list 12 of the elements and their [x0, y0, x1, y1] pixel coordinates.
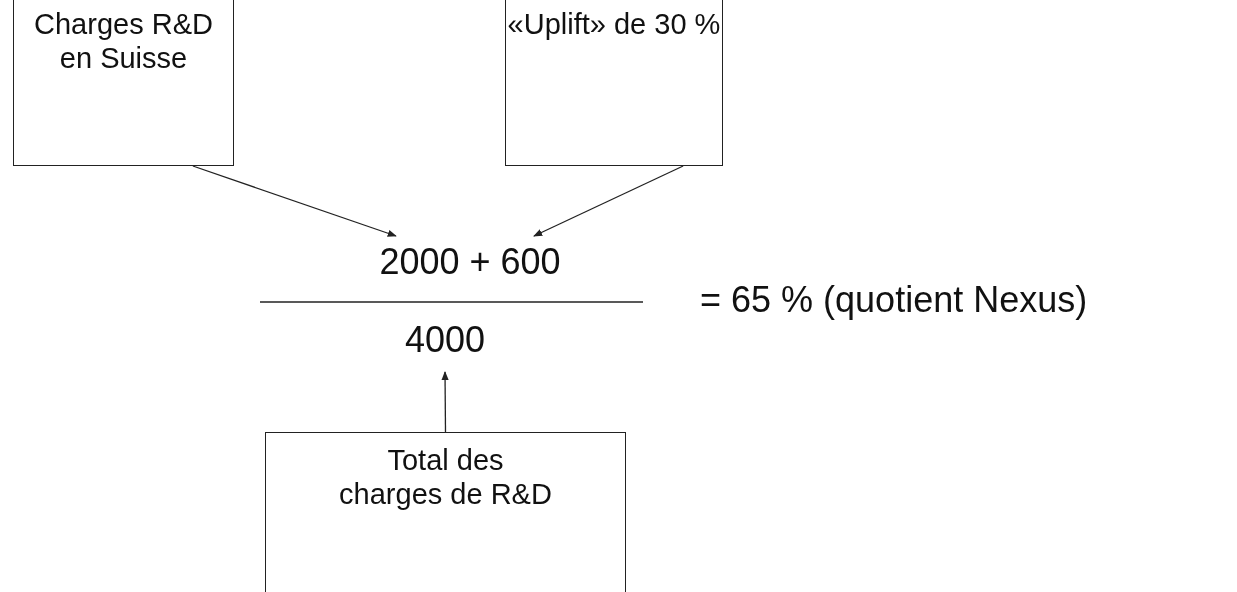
box-text: Charges R&D en Suisse [33, 7, 214, 75]
arrow [533, 165, 684, 237]
arrow [192, 165, 397, 237]
text-box [13, 0, 234, 166]
text-box [265, 432, 626, 592]
arrow [441, 371, 449, 433]
box-text: Total des charges de R&D [338, 443, 553, 511]
text-box [505, 0, 723, 166]
denominator: 4000 [403, 318, 487, 362]
numerator: 2000 + 600 [378, 240, 562, 284]
box-text: «Uplift» de 30 % [506, 7, 722, 41]
result-text: = 65 % (quotient Nexus) [700, 278, 1088, 322]
